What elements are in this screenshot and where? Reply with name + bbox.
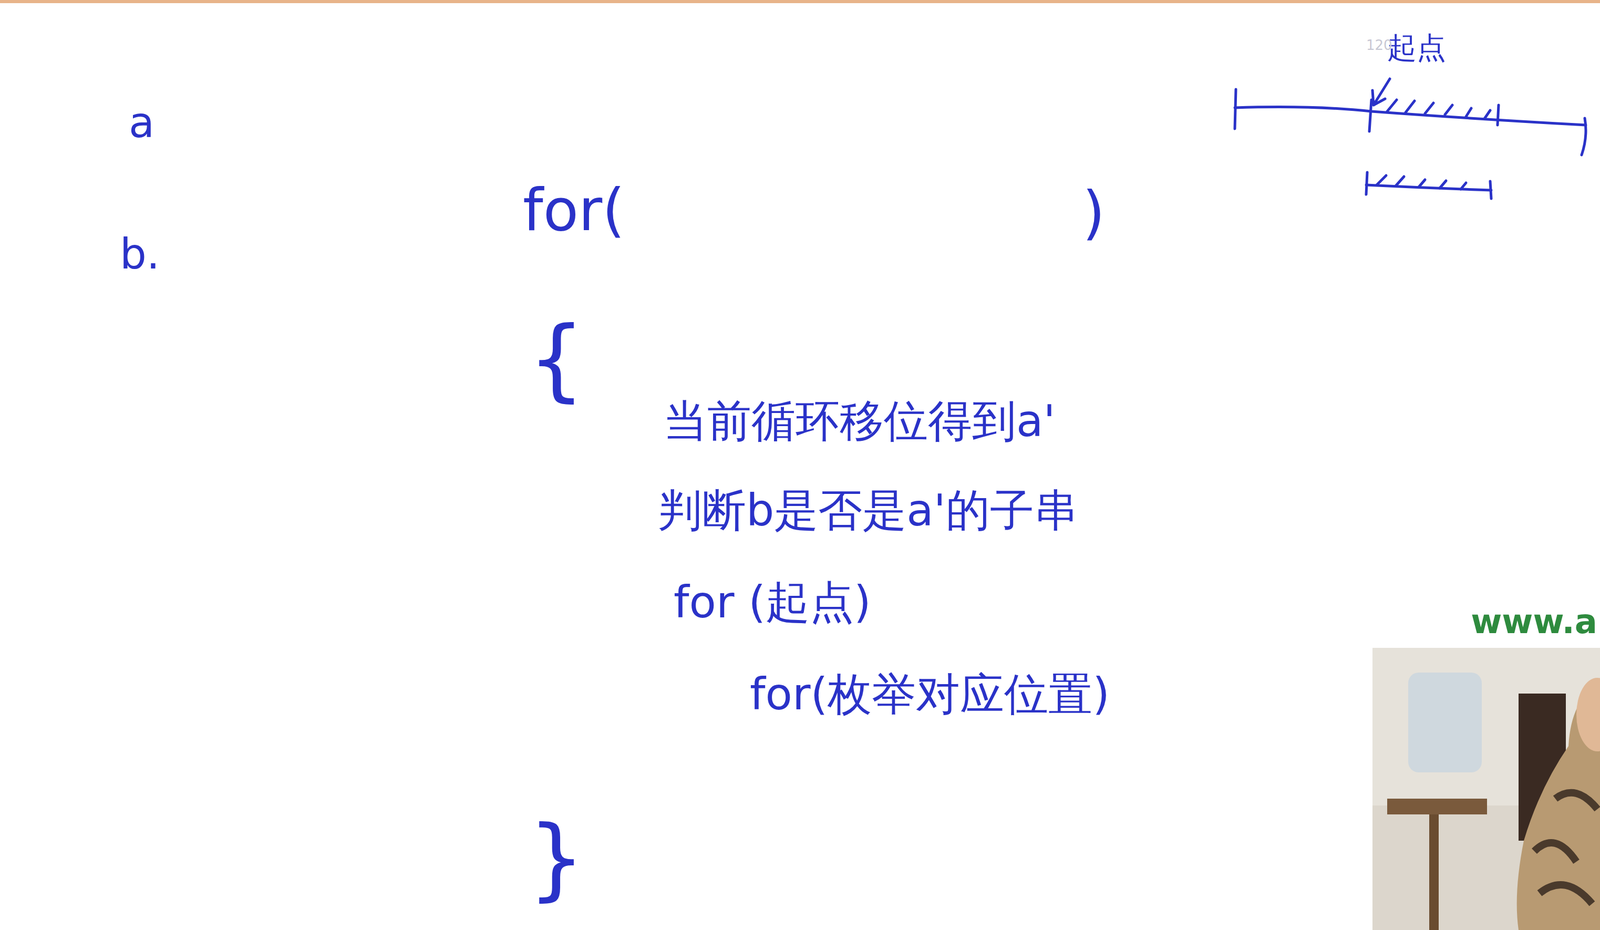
hatch	[1376, 175, 1467, 190]
tick	[1234, 89, 1236, 129]
face	[1576, 677, 1600, 752]
variable-name: a	[128, 99, 155, 147]
pseudo-code-line: 当前循环移位得到a'	[663, 396, 1056, 446]
table-leg	[1429, 814, 1439, 930]
segment-sketch	[1234, 78, 1586, 199]
annotation: 起点	[1387, 31, 1447, 65]
start-arrow	[1372, 78, 1390, 106]
variable-name: b.	[119, 231, 160, 278]
webcam-video	[1372, 647, 1600, 930]
code-keyword: for(	[522, 178, 625, 243]
tick	[1490, 181, 1492, 199]
video-frame	[1372, 647, 1600, 930]
main-line	[1234, 107, 1586, 126]
sub-line	[1366, 184, 1492, 191]
pseudo-code-line: for(枚举对应位置)	[749, 669, 1110, 719]
faint-number: 120	[1366, 37, 1393, 54]
code-brace: {	[528, 310, 585, 409]
jacket-pattern	[1534, 792, 1598, 904]
shelf	[1408, 672, 1482, 773]
tick	[1369, 99, 1372, 132]
hatch	[1387, 99, 1491, 119]
table	[1387, 798, 1488, 815]
code-brace: }	[528, 809, 585, 908]
pseudo-code-line: 判断b是否是a'的子串	[657, 486, 1079, 535]
top-bar	[0, 0, 1600, 4]
tick	[1366, 172, 1368, 195]
code-bracket: )	[1082, 181, 1106, 245]
tick	[1497, 105, 1499, 126]
watermark: www.a	[1470, 603, 1598, 640]
pseudo-code-line: for (起点)	[673, 577, 872, 627]
tick	[1581, 118, 1586, 156]
